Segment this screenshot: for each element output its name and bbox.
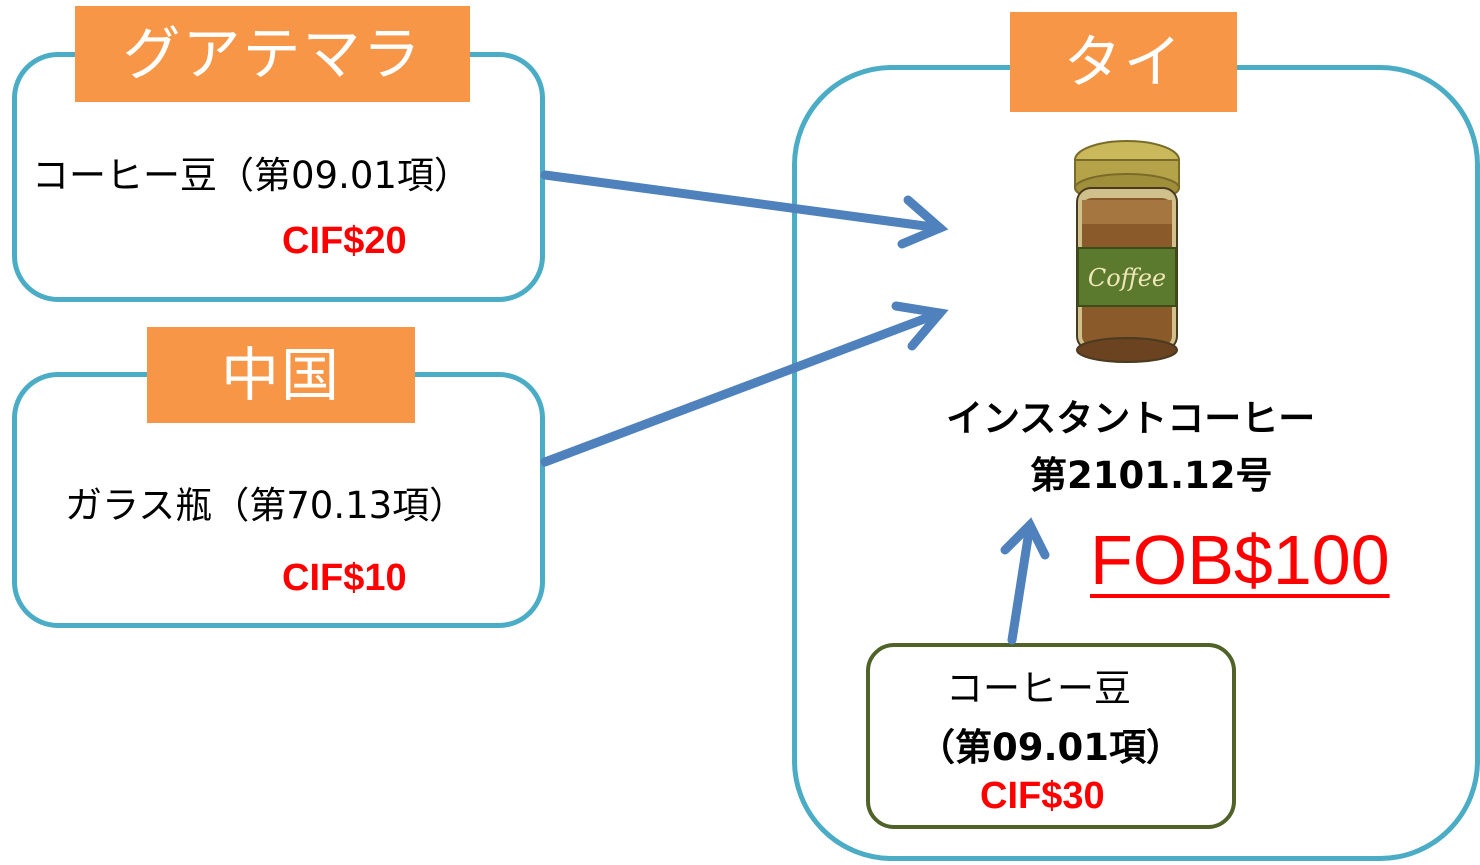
guatemala-price: CIF$20 [282, 220, 407, 262]
fob-price: FOB$100 [1090, 521, 1390, 599]
local-input-price: CIF$30 [980, 775, 1105, 817]
arrow-local-input-to-product [1000, 517, 1050, 645]
product-name: インスタントコーヒー [946, 397, 1316, 440]
coffee-jar-label: Coffee [1088, 264, 1166, 292]
local-input-box [866, 643, 1236, 829]
guatemala-item: コーヒー豆（第09.01項） [32, 154, 471, 197]
local-input-heading: （第09.01項） [918, 726, 1184, 769]
arrow-guatemala-to-thailand [540, 170, 949, 249]
coffee-jar-icon: Coffee [1074, 140, 1180, 363]
arrow-china-to-thailand [540, 301, 949, 467]
product-code: 第2101.12号 [1030, 454, 1273, 497]
thailand-tag: タイ [1010, 12, 1237, 112]
local-input-item: コーヒー豆 [946, 667, 1131, 710]
guatemala-tag: グアテマラ [75, 6, 470, 102]
china-item: ガラス瓶（第70.13項） [65, 484, 467, 527]
china-tag: 中国 [147, 327, 415, 423]
china-price: CIF$10 [282, 557, 407, 599]
